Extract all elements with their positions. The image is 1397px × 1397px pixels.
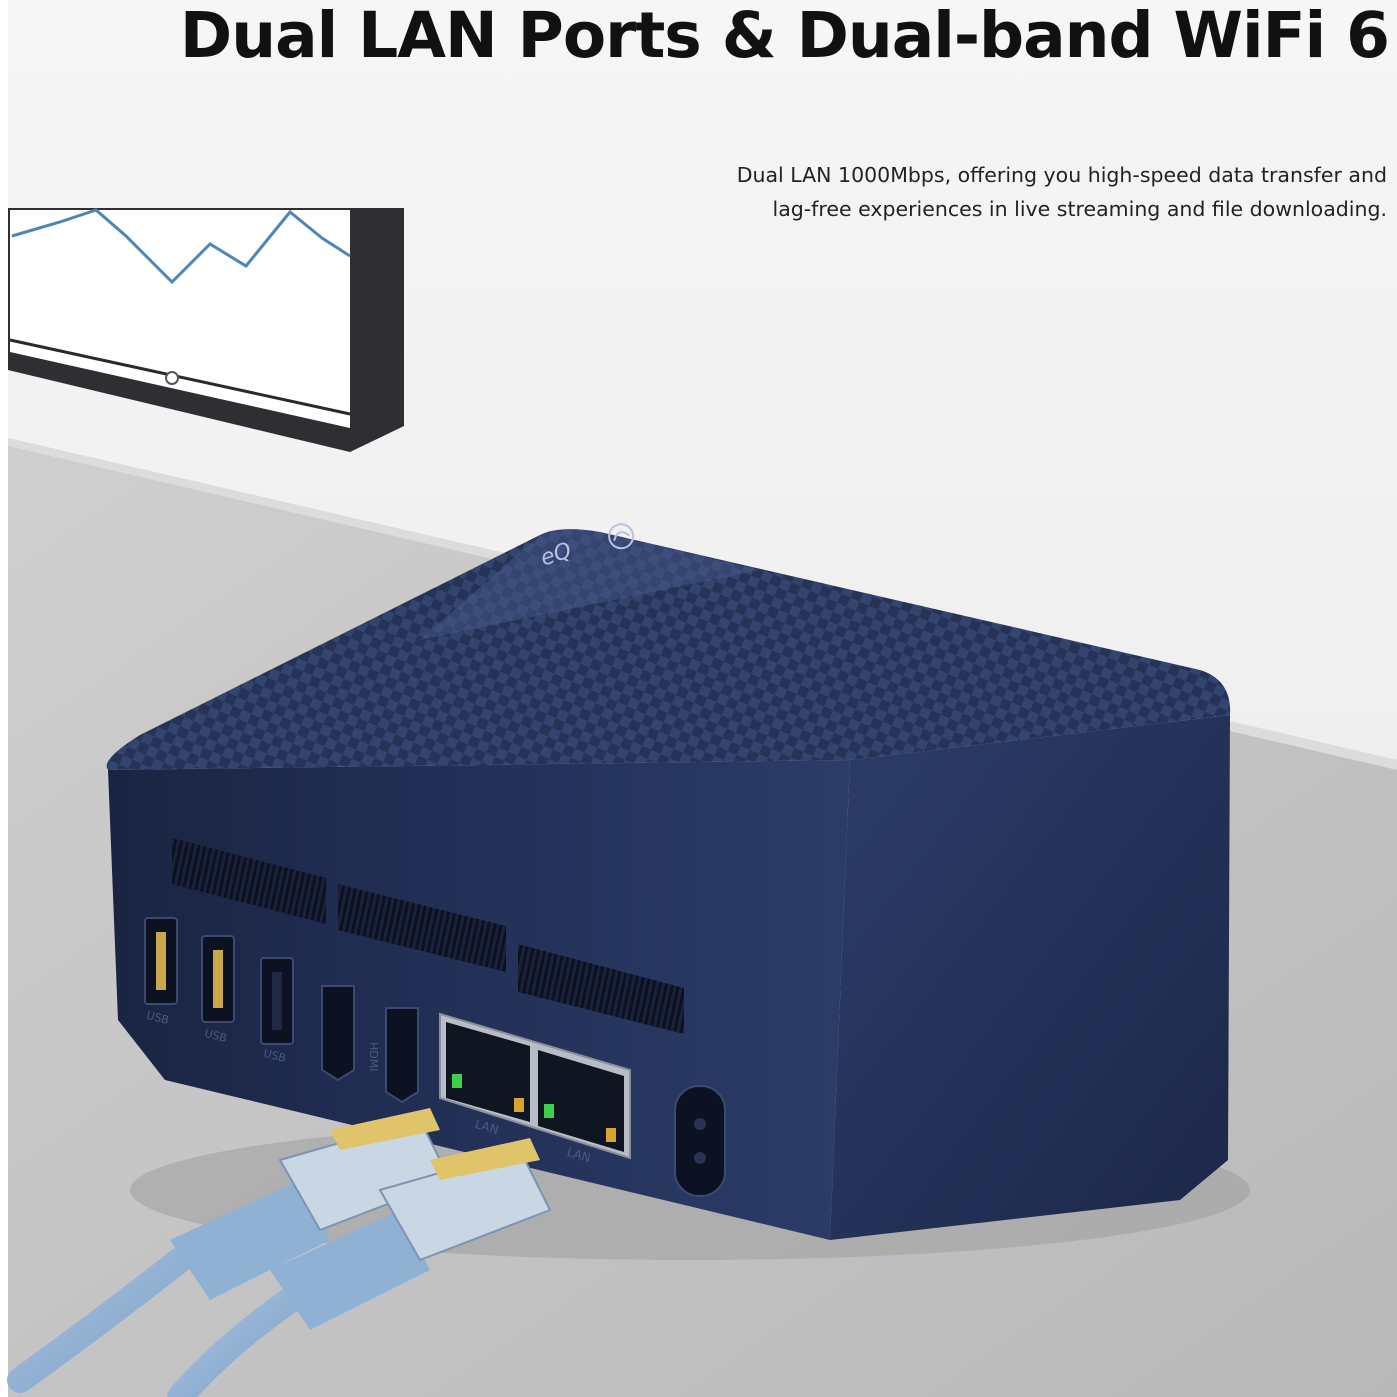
subcopy: Dual LAN 1000Mbps, offering you high-spe…: [627, 158, 1387, 226]
cable-1: [7, 1247, 193, 1393]
brand-logo-icon: [608, 523, 635, 550]
monitor: [8, 208, 404, 452]
power-socket-icon: [674, 1085, 726, 1197]
usb-port-icon: [260, 957, 294, 1045]
usb-port-icon: [201, 935, 235, 1023]
lan-label-2: LAN: [565, 1145, 592, 1165]
monitor-chart-line: [11, 208, 351, 285]
monitor-screen: [10, 210, 350, 428]
rj45-port-icon: [538, 1050, 624, 1152]
vent-left: [172, 838, 326, 924]
ethernet-cable-icon: [7, 1108, 452, 1393]
device-top-sheen: [420, 529, 760, 640]
usb-label-3: USB: [262, 1047, 287, 1065]
usb-label-2: USB: [203, 1027, 228, 1045]
hdmi-port-icon: [385, 1007, 419, 1104]
hdmi-port-icon: [321, 985, 355, 1082]
hdmi-label: HDMI: [367, 1042, 380, 1071]
cable-2: [167, 1287, 303, 1397]
monitor-screen-bottom-line: [9, 338, 351, 416]
rj45-port-icon: [446, 1022, 530, 1122]
device-side: [830, 715, 1230, 1240]
subcopy-line-2: lag-free experiences in live streaming a…: [772, 197, 1388, 221]
cable-2-boot: [270, 1210, 430, 1330]
usb-port-icon: [144, 917, 178, 1005]
vent-right: [518, 944, 684, 1034]
lan-label-1: LAN: [473, 1117, 500, 1137]
cable-2-contacts: [430, 1138, 540, 1180]
cable-1-boot: [170, 1180, 330, 1300]
headline: Dual LAN Ports & Dual-band WiFi 6: [179, 0, 1390, 72]
ethernet-cable-icon: [167, 1138, 552, 1397]
device-top: [106, 529, 1231, 770]
subcopy-line-1: Dual LAN 1000Mbps, offering you high-spe…: [736, 163, 1387, 187]
cable-1-contacts: [330, 1108, 440, 1150]
vent-middle: [338, 884, 506, 972]
mini-pc: eQ USB USB USB HDMI: [106, 523, 1250, 1260]
monitor-power-indicator: [165, 371, 179, 385]
usb-label-1: USB: [145, 1009, 170, 1027]
